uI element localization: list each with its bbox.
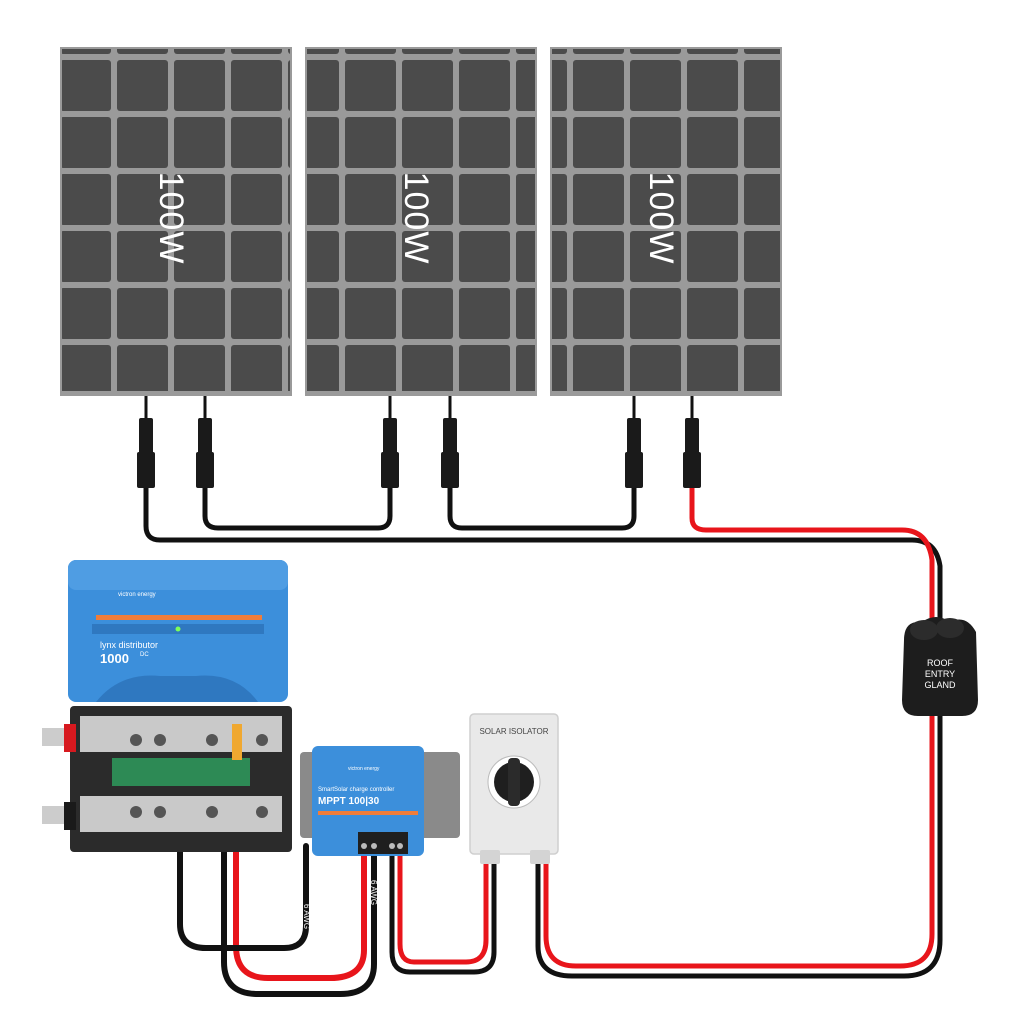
lynx-busbar-base [42, 706, 292, 852]
mc4-connectors [137, 396, 701, 488]
isolator-to-mppt-red-cable [397, 853, 489, 965]
panel-1-wattage-label: 100W [152, 172, 190, 265]
lynx-name-label: lynx distributor [100, 640, 158, 650]
lynx-unit-label: DC [140, 652, 149, 658]
mppt-battery-cable-label: 6 AWG [369, 880, 378, 905]
solar-panel-2: 100W [305, 47, 537, 396]
gland-label-line2: ENTRY [925, 669, 955, 679]
solar-panel-3: 100W [550, 47, 782, 396]
mppt-brand-logo: victron energy [348, 766, 380, 772]
panel-3-wattage-label: 100W [642, 172, 680, 265]
cables [143, 485, 943, 997]
pv-positive-main-cable [689, 485, 935, 623]
pv-negative-main-cable [143, 485, 943, 623]
gland-label-line1: ROOF [927, 658, 954, 668]
mppt-line-label: SmartSolar charge controller [318, 787, 394, 793]
panel-2-wattage-label: 100W [397, 172, 435, 265]
mppt-charge-controller: victron energy SmartSolar charge control… [300, 746, 460, 856]
battery-feed-cable-label: 6 AWG [302, 904, 311, 929]
series-link-cable-2 [447, 485, 637, 531]
mppt-model-label: MPPT 100|30 [318, 796, 380, 807]
mppt-to-lynx-red-cable [233, 757, 367, 981]
gland-to-isolator-red-cable [543, 707, 935, 969]
lynx-distributor: victron energy lynx distributor 1000 DC [68, 560, 288, 702]
gland-to-isolator-black-cable [535, 707, 943, 979]
mppt-to-lynx-black-cable [221, 829, 377, 997]
isolator-label: SOLAR ISOLATOR [479, 727, 548, 736]
lynx-negative-loop-cable [177, 829, 309, 951]
lynx-rating-label: 1000 [100, 651, 129, 666]
gland-label-line3: GLAND [924, 680, 956, 690]
solar-isolator: SOLAR ISOLATOR [469, 713, 559, 864]
isolator-to-mppt-black-cable [389, 853, 497, 975]
roof-entry-gland: ROOF ENTRY GLAND [902, 617, 978, 716]
lynx-brand-logo: victron energy [118, 592, 156, 598]
series-link-cable-1 [202, 485, 393, 531]
solar-panel-1: 100W [60, 47, 292, 396]
